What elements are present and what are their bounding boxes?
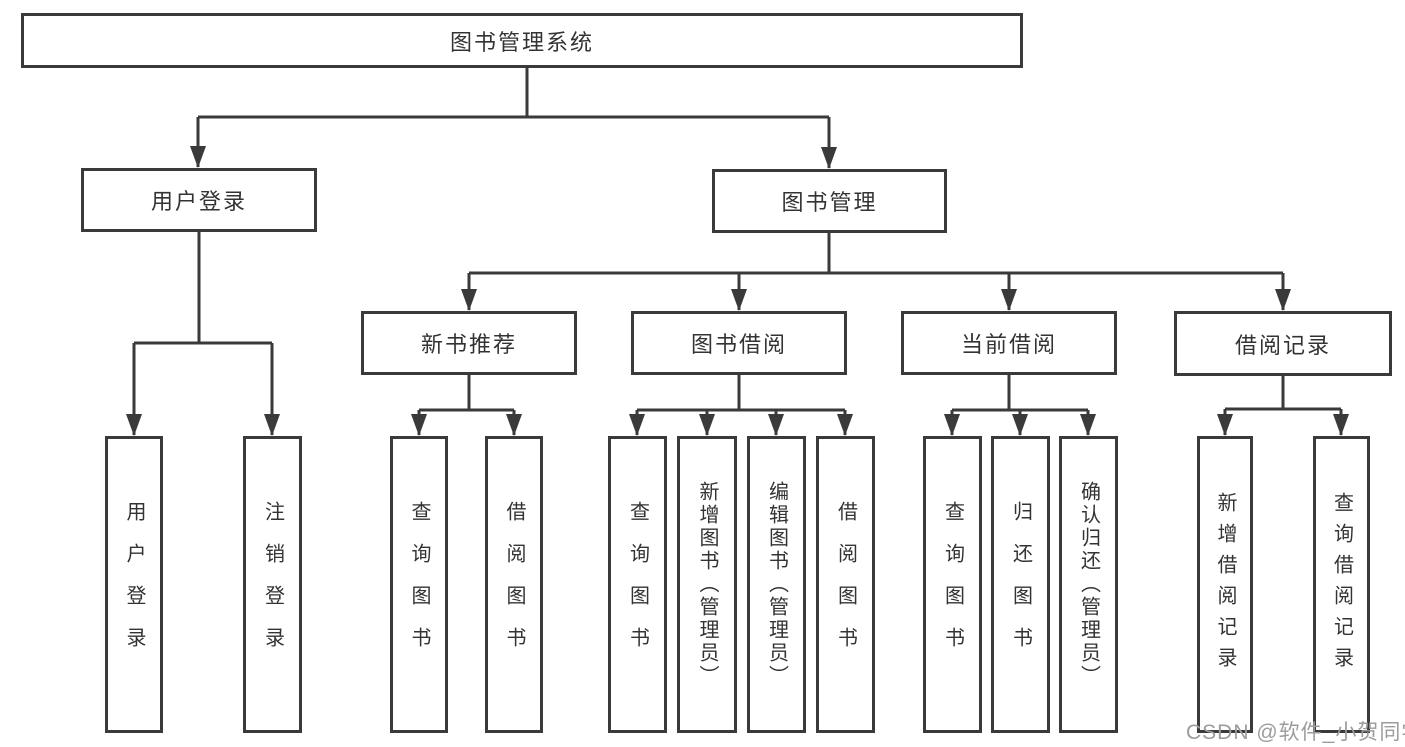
leaf-query-books-current: 查询图书 — [923, 436, 982, 733]
node-root-library-system: 图书管理系统 — [21, 13, 1023, 68]
node-book-borrowing: 图书借阅 — [631, 311, 847, 375]
node-label: 新书推荐 — [420, 332, 517, 357]
node-borrowing-records: 借阅记录 — [1174, 311, 1392, 376]
node-book-management: 图书管理 — [712, 169, 947, 233]
leaf-query-books-borrowing: 查询图书 — [608, 436, 667, 733]
node-user-login: 用户登录 — [81, 168, 317, 232]
node-label: 借阅记录 — [1234, 332, 1331, 358]
node-label: 图书管理系统 — [449, 29, 594, 55]
node-label: 用户登录 — [150, 189, 247, 214]
leaf-return-books: 归还图书 — [991, 436, 1050, 733]
leaf-borrow-books: 借阅图书 — [816, 436, 875, 733]
leaf-borrow-books-recommend: 借阅图书 — [485, 436, 543, 733]
leaf-user-login: 用户登录 — [105, 436, 163, 733]
node-label: 图书借阅 — [690, 332, 787, 357]
leaf-query-books-recommend: 查询图书 — [390, 436, 448, 733]
node-new-book-recommendation: 新书推荐 — [361, 311, 577, 375]
watermark: CSDN @软件_小贺同学 — [1186, 721, 1405, 744]
leaf-confirm-return-admin: 确认归还（管理员） — [1059, 436, 1118, 733]
node-current-borrowing: 当前借阅 — [901, 311, 1117, 375]
node-label: 图书管理 — [781, 190, 878, 215]
leaf-add-borrow-record: 新增借阅记录 — [1197, 436, 1253, 733]
leaf-edit-books-admin: 编辑图书（管理员） — [747, 436, 806, 733]
leaf-query-borrow-record: 查询借阅记录 — [1313, 436, 1370, 733]
leaf-logout: 注销登录 — [243, 436, 302, 733]
leaf-add-books-admin: 新增图书（管理员） — [677, 436, 737, 733]
node-label: 当前借阅 — [960, 332, 1057, 357]
